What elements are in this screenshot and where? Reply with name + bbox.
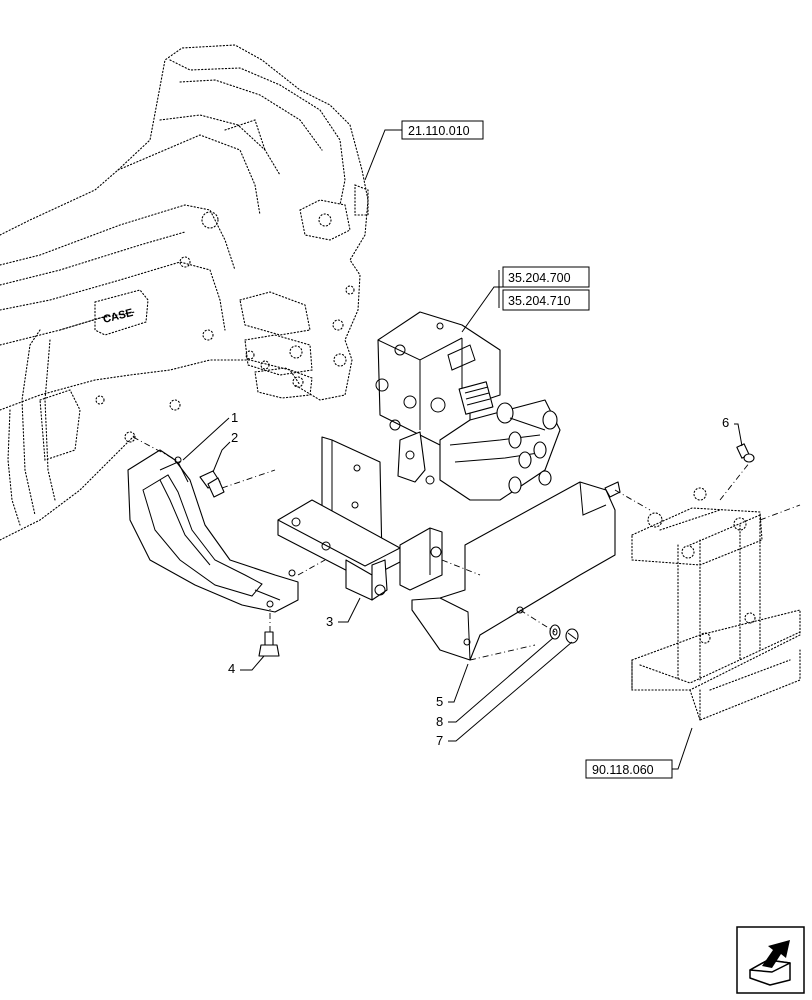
callout-6: 6 (722, 415, 729, 430)
svg-text:35.204.710: 35.204.710 (508, 294, 571, 308)
part-3-support-bracket (277, 436, 443, 601)
callout-5: 5 (436, 694, 443, 709)
leader-transmission (364, 129, 402, 181)
leader-3 (338, 597, 361, 623)
part-5-guard-plate (411, 481, 621, 661)
leader-6 (734, 423, 743, 447)
callout-8: 8 (436, 714, 443, 729)
ref-box-valve-b[interactable]: 35.204.710 (502, 289, 590, 311)
assembly-center-lines (132, 436, 801, 661)
leader-7 (448, 641, 573, 742)
leader-8 (448, 637, 554, 723)
ballast-support (631, 487, 801, 721)
ref-box-valve-a[interactable]: 35.204.700 (502, 266, 590, 288)
callout-7: 7 (436, 733, 443, 748)
svg-text:21.110.010: 21.110.010 (408, 124, 470, 138)
svg-text:35.204.700: 35.204.700 (508, 271, 571, 285)
leader-valve (461, 286, 503, 333)
callout-4: 4 (228, 661, 235, 676)
part-6-screw (736, 443, 755, 463)
callout-3: 3 (326, 614, 333, 629)
leader-ballast (672, 727, 693, 770)
part-7-screw (565, 628, 579, 644)
part-1-mounting-bracket (127, 449, 299, 613)
transmission-logo-text: CASE (102, 307, 135, 326)
ref-box-ballast[interactable]: 90.118.060 (585, 759, 673, 779)
next-page-arrow-icon[interactable] (736, 926, 805, 994)
part-4-bolt (258, 631, 280, 657)
leader-2 (212, 441, 231, 473)
leader-5 (448, 663, 469, 703)
leader-4 (240, 655, 265, 671)
control-valve-assembly (375, 311, 561, 501)
callout-1: 1 (231, 410, 238, 425)
transmission-housing (0, 44, 369, 541)
ref-box-transmission[interactable]: 21.110.010 (401, 120, 484, 140)
leader-1 (182, 417, 230, 461)
part-2-bolt (199, 470, 225, 498)
svg-text:90.118.060: 90.118.060 (592, 763, 654, 777)
callout-2: 2 (231, 430, 238, 445)
